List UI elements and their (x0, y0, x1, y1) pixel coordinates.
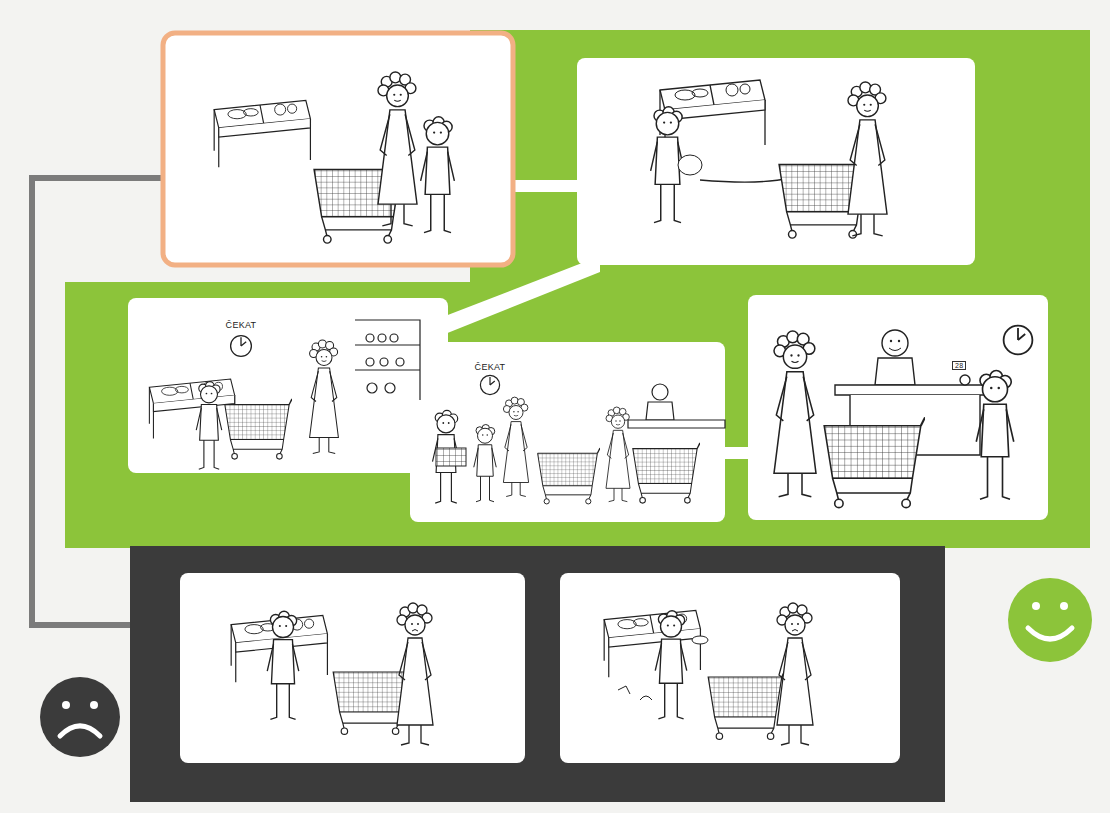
bad-panel (560, 573, 900, 763)
panel-text: 28 (952, 361, 966, 370)
bad-panel (180, 573, 525, 763)
sad-face (40, 677, 120, 757)
story-panel: ČEKAT (410, 342, 725, 522)
happy-face (1008, 578, 1092, 662)
waiting-illustration (149, 320, 420, 469)
pay-illustration (774, 326, 1032, 508)
panel-join (510, 180, 580, 192)
good-panel (577, 58, 975, 265)
green-band (65, 30, 1090, 548)
panel-join (440, 256, 600, 336)
panel-text: ČEKAT (475, 362, 506, 372)
queue-illustration (433, 375, 726, 504)
panel-join (725, 447, 748, 459)
panel-text: ČEKAT (226, 320, 257, 330)
story-panel: ČEKAT (128, 298, 448, 473)
story-panel: 28 (748, 295, 1048, 520)
dark-band (130, 546, 945, 802)
start-panel (163, 33, 513, 265)
